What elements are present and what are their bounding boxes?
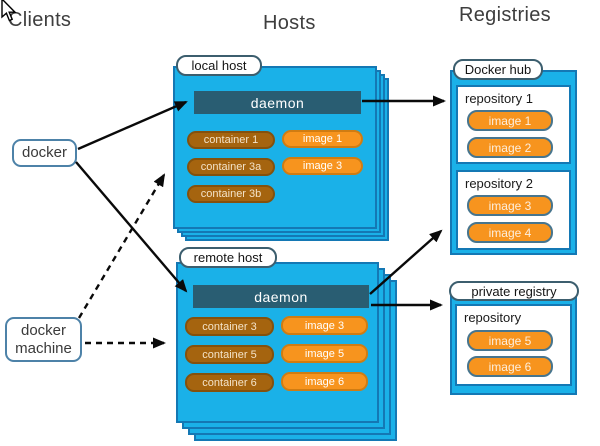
registry-image-pill: image 3 xyxy=(467,195,553,216)
local-daemon-bar: daemon xyxy=(194,91,361,114)
local-container-pill: container 1 xyxy=(187,131,275,149)
remote-host-label: remote host xyxy=(179,247,277,268)
arrow-docker-to-local-daemon xyxy=(77,100,188,151)
local-host-label: local host xyxy=(176,55,262,76)
remote-container-pill: container 5 xyxy=(185,345,274,364)
registry-image-pill: image 2 xyxy=(467,137,553,158)
repository-name: repository 2 xyxy=(465,176,533,191)
arrow-docker-to-remote-daemon xyxy=(75,161,188,293)
registry-image-pill: image 6 xyxy=(467,356,553,377)
remote-image-pill: image 3 xyxy=(281,316,368,335)
remote-image-pill: image 5 xyxy=(281,344,368,363)
local-image-pill: image 3 xyxy=(282,157,363,175)
remote-container-pill: container 3 xyxy=(185,317,274,336)
docker-machine-client-box: docker machine xyxy=(5,317,82,362)
dashed-arrow-docker-machine-to-local-host xyxy=(77,173,166,319)
docker-client-label: docker xyxy=(21,144,68,161)
docker-hub-label: Docker hub xyxy=(453,59,543,80)
local-image-pill: image 1 xyxy=(282,130,363,148)
remote-image-pill: image 6 xyxy=(281,372,368,391)
docker-machine-label-line1: docker xyxy=(20,321,67,339)
repository-name: repository xyxy=(464,310,522,325)
clients-column-header: Clients xyxy=(8,9,72,31)
local-container-pill: container 3a xyxy=(187,158,275,176)
docker-client-box: docker xyxy=(12,139,77,167)
local-container-pill: container 3b xyxy=(187,185,275,203)
registry-image-pill: image 1 xyxy=(467,110,553,131)
registry-image-pill: image 5 xyxy=(467,330,553,351)
registries-column-header: Registries xyxy=(459,4,551,26)
remote-daemon-bar: daemon xyxy=(193,285,369,308)
docker-machine-label-line2: machine xyxy=(15,339,72,357)
remote-container-pill: container 6 xyxy=(185,373,274,392)
mouse-pointer-icon xyxy=(1,0,17,22)
registry-image-pill: image 4 xyxy=(467,222,553,243)
hosts-column-header: Hosts xyxy=(263,12,316,34)
private-registry-label: private registry xyxy=(449,281,579,301)
repository-name: repository 1 xyxy=(465,91,533,106)
